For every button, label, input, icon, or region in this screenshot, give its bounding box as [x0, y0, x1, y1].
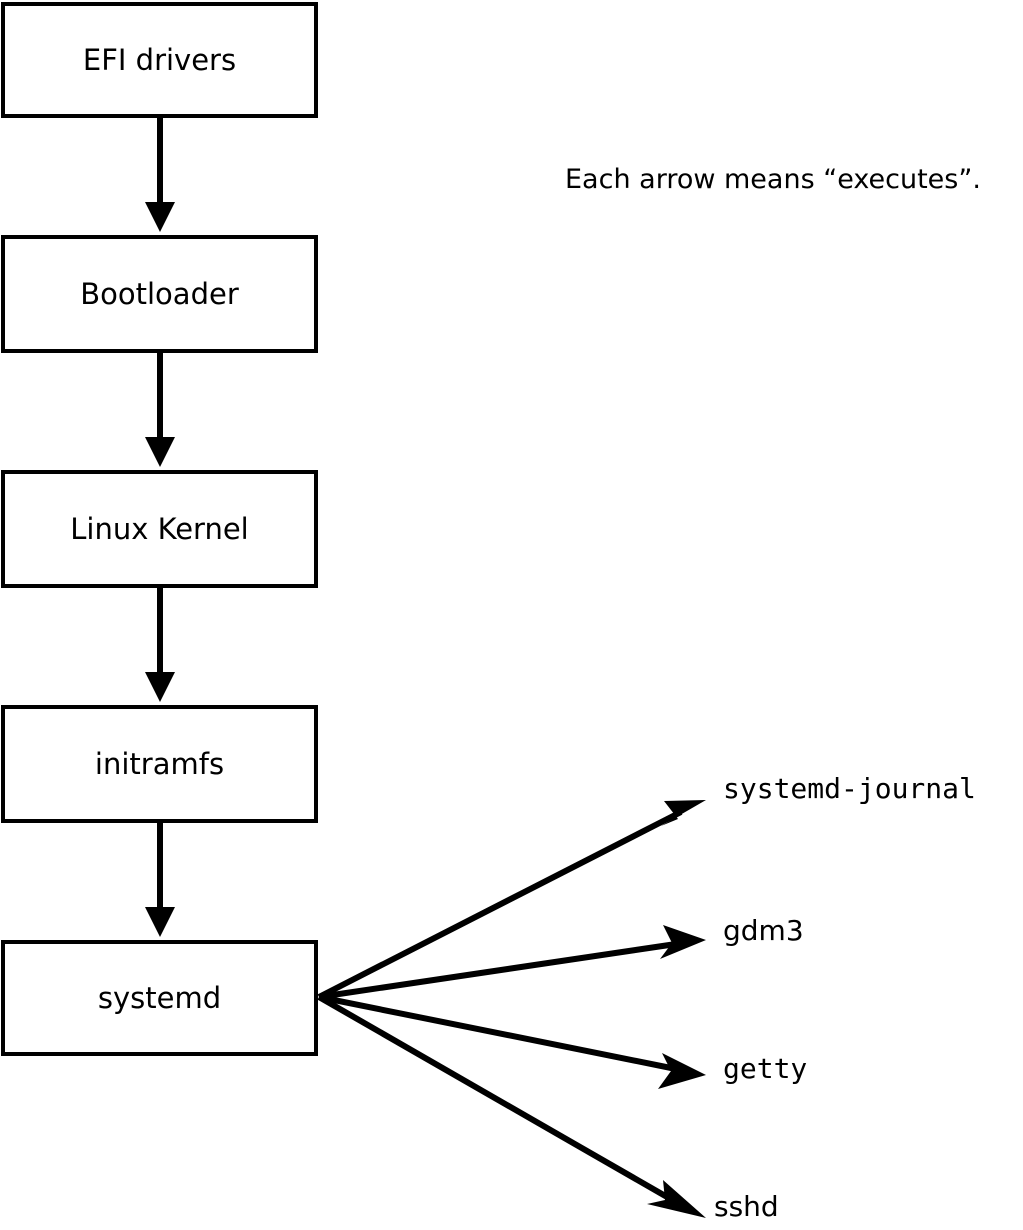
- stage-box-systemd[interactable]: systemd: [1, 940, 318, 1056]
- chain-arrow-kernel-to-initramfs: [145, 588, 175, 702]
- chain-arrow-initramfs-to-systemd: [145, 822, 175, 937]
- stage-box-initramfs[interactable]: initramfs: [1, 705, 318, 823]
- service-label-getty: getty: [723, 1052, 808, 1085]
- stage-box-bootloader[interactable]: Bootloader: [1, 235, 318, 353]
- fanout-arrow-sshd: [317, 994, 706, 1218]
- stage-label-initramfs: initramfs: [94, 746, 225, 781]
- fanout-arrow-gdm3: [318, 925, 706, 1000]
- service-label-sshd: sshd: [714, 1190, 779, 1223]
- service-label-gdm3: gdm3: [723, 914, 804, 947]
- stage-label-efi-drivers: EFI drivers: [82, 42, 237, 77]
- chain-arrow-efi-to-bootloader: [145, 118, 175, 232]
- chain-arrow-bootloader-to-kernel: [145, 353, 175, 467]
- stage-label-systemd: systemd: [97, 980, 222, 1015]
- stage-label-linux-kernel: Linux Kernel: [70, 511, 249, 546]
- stage-box-linux-kernel[interactable]: Linux Kernel: [1, 470, 318, 588]
- stage-label-bootloader: Bootloader: [80, 276, 239, 311]
- fanout-arrow-systemd-journal: [317, 800, 706, 1000]
- fanout-arrow-getty: [318, 994, 706, 1089]
- stage-box-efi-drivers[interactable]: EFI drivers: [1, 2, 318, 118]
- service-label-systemd-journal: systemd-journal: [723, 772, 976, 805]
- legend-note: Each arrow means “executes”.: [565, 164, 981, 195]
